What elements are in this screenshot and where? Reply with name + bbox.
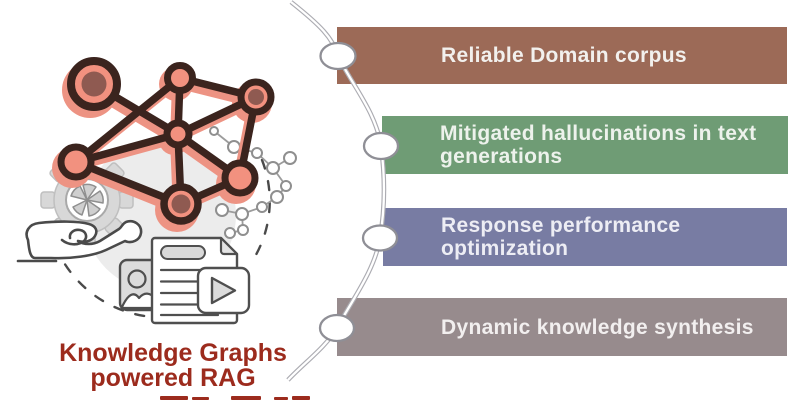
molecule-network-icon [209, 126, 297, 239]
graph-nodes [57, 57, 275, 225]
play-icon [210, 276, 237, 305]
clipped-text-fragment [292, 396, 310, 400]
pie-hub-icon [70, 183, 104, 217]
clipped-text-fragment [274, 397, 288, 400]
benefit-bar-label: Dynamic knowledge synthesis [441, 315, 754, 339]
caption: Knowledge Graphs powered RAG [40, 341, 306, 391]
benefit-bar-mitigated-hallucinations: Mitigated hallucinations in text generat… [382, 116, 788, 174]
caption-line-2: powered RAG [90, 364, 256, 392]
caption-line-1: Knowledge Graphs [59, 339, 287, 367]
photo-card-icon [118, 258, 168, 312]
benefit-bar-reliable-domain-corpus: Reliable Domain corpus [337, 27, 787, 84]
benefit-bar-label: Mitigated hallucinations in text generat… [440, 122, 757, 168]
dashed-circle-icon [53, 158, 271, 319]
document-icon [150, 236, 239, 325]
clipped-text-fragment [160, 396, 188, 400]
background-blob [84, 139, 236, 291]
benefit-bar-label: Reliable Domain corpus [441, 44, 687, 67]
clipped-text-fragment [231, 396, 261, 400]
clipped-text-fragment [192, 397, 209, 400]
benefit-bar-response-performance: Response performance optimization [383, 208, 787, 266]
hand-icon [16, 219, 143, 263]
knowledge-graph-icon [52, 57, 275, 232]
benefit-bar-label: Response performance optimization [441, 214, 681, 260]
video-card-icon [196, 266, 251, 315]
gear-icon [40, 153, 134, 247]
benefit-bar-dynamic-knowledge-synthesis: Dynamic knowledge synthesis [337, 298, 787, 356]
